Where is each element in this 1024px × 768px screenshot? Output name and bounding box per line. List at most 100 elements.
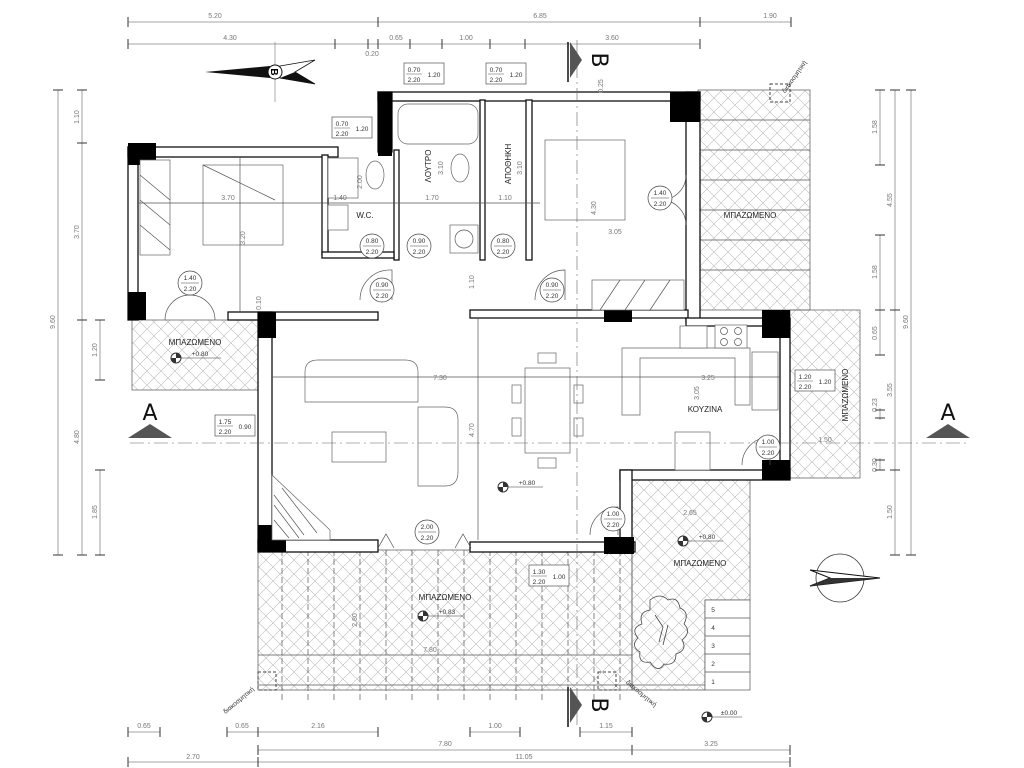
dimensions-left: 9.60 1.10 3.70 4.80 1.20 1.85 (50, 89, 105, 556)
room-label-terrace: ΜΠΑΖΩΜΕΝΟ (169, 338, 222, 347)
coffee-table (331, 431, 387, 463)
dim-label: 1.58 (872, 120, 879, 134)
dim-label: 1.50 (887, 505, 894, 519)
tree-icon (634, 595, 688, 669)
dim-label: 3.70 (221, 195, 235, 202)
dim-label: 4.30 (591, 201, 598, 215)
furniture (139, 103, 779, 541)
dim-label: 9.60 (50, 315, 57, 329)
dim-label: 1.85 (92, 505, 99, 519)
dim-label: 0.30 (872, 458, 879, 472)
level-label: +0.80 (699, 534, 716, 541)
dim-label: 0.65 (389, 35, 403, 42)
armchair (417, 406, 459, 487)
dining-table (524, 367, 571, 454)
svg-text:1.20: 1.20 (819, 379, 832, 386)
dim-label: 4.70 (469, 423, 476, 437)
svg-text:0.90: 0.90 (546, 282, 559, 289)
north-arrow-icon: B (205, 42, 316, 102)
dim-label: 11.05 (516, 754, 533, 761)
svg-text:0.70: 0.70 (408, 67, 421, 74)
dim-label: 7.30 (433, 375, 447, 382)
window-tag: 0.702.201.20 (403, 62, 445, 85)
door-tag: 1.002.20 (600, 506, 626, 532)
dim-label: 0.65 (137, 723, 151, 730)
room-label-kitchen: ΚΟΥΖΙΝΑ (688, 405, 723, 414)
dim-label: 1.10 (469, 275, 476, 289)
door-tag: 0.802.20 (490, 233, 516, 259)
level-label: +0.80 (519, 480, 536, 487)
svg-text:0.70: 0.70 (490, 67, 503, 74)
dim-label: 3.05 (694, 386, 701, 400)
svg-text:2.20: 2.20 (762, 450, 775, 457)
dim-label: 1.10 (74, 110, 81, 124)
dim-label: 1.20 (92, 343, 99, 357)
toilet-2 (450, 153, 470, 183)
dim-label: 2.16 (311, 723, 325, 730)
dim-label: 3.55 (887, 383, 894, 397)
room-label-bathroom: ΛΟΥΤΡΟ (424, 150, 433, 183)
section-marker-b-top: B (567, 42, 611, 82)
dim-label: 3.10 (517, 161, 524, 175)
window-tag: 1.302.201.00 (528, 564, 570, 587)
dim-label: 2.00 (357, 175, 364, 189)
dim-label: 2.65 (683, 510, 697, 517)
door-tag: 1.402.20 (177, 270, 203, 296)
svg-text:2.20: 2.20 (533, 579, 546, 586)
dim-label: 1.50 (818, 437, 832, 444)
svg-text:B: B (586, 52, 611, 67)
dim-label: 2.80 (352, 613, 359, 627)
svg-text:0.90: 0.90 (413, 238, 426, 245)
north-label: B (268, 68, 279, 75)
room-label-terrace: ΜΠΑΖΩΜΕΝΟ (841, 369, 850, 422)
dim-label: 3.20 (240, 231, 247, 245)
compass-icon (809, 553, 881, 603)
svg-text:2.20: 2.20 (376, 293, 389, 300)
dim-label: 0.20 (365, 51, 379, 58)
section-markers: A A B B (128, 42, 970, 727)
room-label-storage: ΑΠΟΘΗΚΗ (504, 144, 513, 185)
svg-text:2.20: 2.20 (219, 429, 232, 436)
svg-text:2.20: 2.20 (408, 77, 421, 84)
stair-number: 5 (711, 607, 715, 614)
svg-text:1.20: 1.20 (799, 374, 812, 381)
dim-label: 3.05 (608, 229, 622, 236)
dim-label: 7.80 (438, 741, 452, 748)
section-marker-a-right: A (926, 401, 970, 438)
svg-text:1.40: 1.40 (184, 275, 197, 282)
dimensions-right: 1.58 1.58 0.65 0.23 0.30 4.55 3.55 1.50 … (872, 89, 916, 556)
terrace-bottom (257, 549, 633, 691)
dim-label: 2.70 (186, 754, 200, 761)
window-tag: 0.702.201.20 (331, 116, 373, 139)
dim-label: 3.10 (438, 161, 445, 175)
dim-label: 1.58 (872, 265, 879, 279)
svg-text:2.20: 2.20 (336, 131, 349, 138)
dim-label: 0.65 (235, 723, 249, 730)
svg-text:0.70: 0.70 (336, 121, 349, 128)
svg-text:2.00: 2.00 (421, 524, 434, 531)
section-axes (130, 40, 970, 725)
room-label-wc: W.C. (356, 211, 373, 220)
section-marker-b-bottom: B (567, 687, 611, 727)
fridge (679, 325, 708, 349)
dim-label: 0.65 (872, 326, 879, 340)
svg-text:1.40: 1.40 (654, 190, 667, 197)
stair-number: 1 (711, 679, 715, 686)
svg-text:0.80: 0.80 (497, 238, 510, 245)
sofa (304, 359, 419, 403)
dim-label: 9.60 (903, 315, 910, 329)
dim-label: 3.70 (74, 225, 81, 239)
stair-number: 3 (711, 643, 715, 650)
svg-text:2.20: 2.20 (490, 77, 503, 84)
wardrobe-1 (139, 159, 171, 256)
section-marker-a-left: A (128, 401, 172, 438)
door-tag: 2.002.20 (414, 519, 440, 545)
svg-text:2.20: 2.20 (413, 249, 426, 256)
door-tag: 0.802.20 (359, 233, 385, 259)
svg-text:1.75: 1.75 (219, 419, 232, 426)
svg-text:0.90: 0.90 (239, 424, 252, 431)
svg-text:2.20: 2.20 (799, 384, 812, 391)
dim-label: 4.30 (223, 35, 237, 42)
dimensions-bottom: 0.65 0.65 2.16 1.00 1.15 7.80 3.25 2.70 … (127, 723, 791, 767)
dim-label: 1.70 (425, 195, 439, 202)
